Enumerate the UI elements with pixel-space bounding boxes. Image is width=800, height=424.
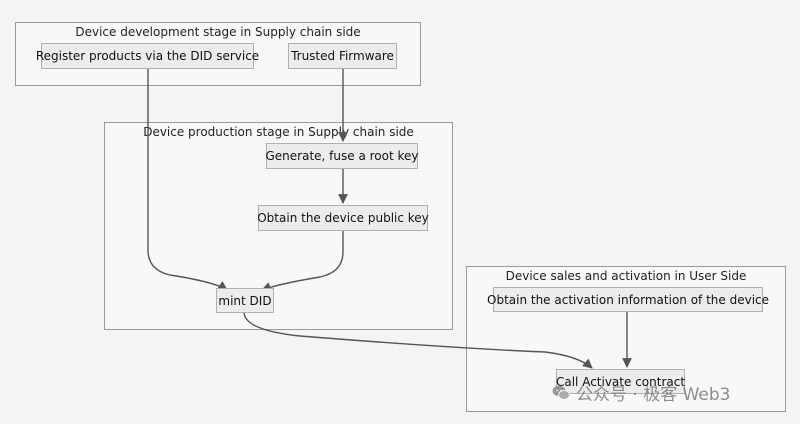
node-obtain-public-key-label: Obtain the device public key xyxy=(257,211,429,225)
watermark: 公众号 · 极客 Web3 xyxy=(552,380,731,405)
node-call-activate-contract-label: Call Activate contract xyxy=(555,374,686,389)
node-obtain-public-key[interactable]: Obtain the device public key xyxy=(257,205,429,231)
node-obtain-activation-info-label: Obtain the activation information of the… xyxy=(487,292,770,307)
cluster-title-device-production: Device production stage in Supply chain … xyxy=(143,125,414,139)
node-obtain-activation-info[interactable]: Obtain the activation information of the… xyxy=(487,287,769,312)
node-generate-root-key[interactable]: Generate, fuse a root key xyxy=(265,143,419,169)
node-mint-did[interactable]: mint DID xyxy=(216,288,274,313)
node-register-products[interactable]: Register products via the DID service xyxy=(36,43,259,69)
cluster-title-device-sales: Device sales and activation in User Side xyxy=(505,269,747,283)
node-trusted-firmware[interactable]: Trusted Firmware xyxy=(288,43,397,69)
node-generate-root-key-label: Generate, fuse a root key xyxy=(265,149,419,163)
node-call-activate-contract[interactable]: Call Activate contract xyxy=(556,369,685,394)
watermark-text: 公众号 · 极客 Web3 xyxy=(576,385,731,405)
node-register-products-label: Register products via the DID service xyxy=(35,49,260,63)
node-mint-did-label: mint DID xyxy=(218,293,272,308)
node-trusted-firmware-label: Trusted Firmware xyxy=(291,49,394,63)
cluster-title-device-development: Device development stage in Supply chain… xyxy=(75,25,361,39)
wechat-icon xyxy=(552,385,570,401)
